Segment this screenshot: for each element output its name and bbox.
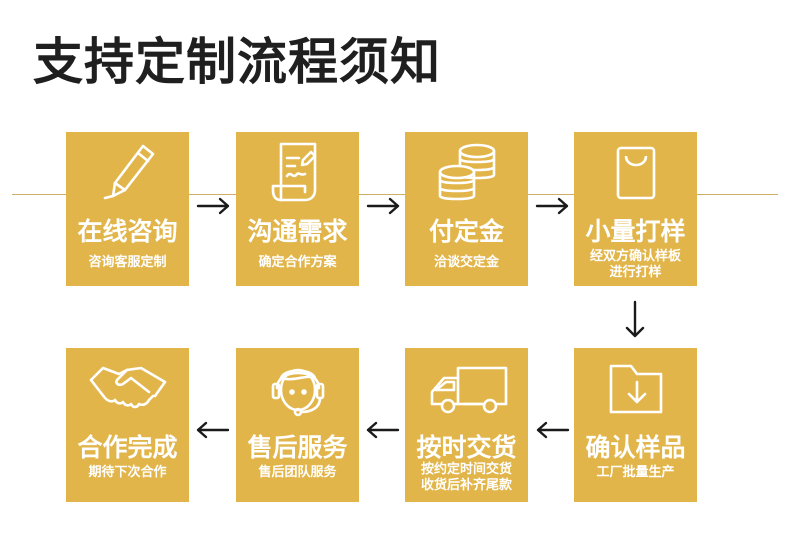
step-subtitle: 咨询客服定制 (88, 255, 167, 270)
step-card-delivery: 按时交货 按约定时间交货 收货后补齐尾款 (405, 348, 528, 502)
arrow-right-icon (535, 197, 569, 215)
step-title: 沟通需求 (247, 217, 348, 246)
headset-agent-icon (236, 354, 359, 420)
step-title: 小量打样 (585, 217, 686, 246)
step-title: 按时交货 (416, 433, 517, 462)
step-subtitle-line2: 进行打样 (609, 265, 662, 280)
arrow-left-icon (366, 421, 400, 439)
truck-icon (405, 354, 528, 420)
step-subtitle: 工厂批量生产 (596, 465, 675, 480)
arrow-down-icon (625, 300, 645, 338)
step-subtitle: 期待下次合作 (88, 465, 167, 480)
shopping-bag-icon (574, 138, 697, 204)
folder-download-icon (574, 354, 697, 420)
step-subtitle: 经双方确认样板 (589, 249, 681, 264)
document-sign-icon (236, 138, 359, 204)
step-card-confirm-sample: 确认样品 工厂批量生产 (574, 348, 697, 502)
step-card-online-consult: 在线咨询 咨询客服定制 (66, 132, 189, 286)
step-title: 在线咨询 (77, 217, 178, 246)
coins-icon (405, 138, 528, 204)
step-title: 售后服务 (247, 433, 348, 462)
step-card-communicate: 沟通需求 确定合作方案 (236, 132, 359, 286)
divider-line (12, 194, 778, 195)
handshake-icon (66, 354, 189, 420)
step-subtitle: 按约定时间交货 (420, 462, 512, 477)
page-title: 支持定制流程须知 (33, 33, 441, 91)
step-title: 付定金 (428, 217, 504, 246)
pen-icon (66, 138, 189, 204)
step-subtitle: 确定合作方案 (258, 255, 337, 270)
arrow-left-icon (536, 421, 570, 439)
step-card-deposit: 付定金 洽谈交定金 (405, 132, 528, 286)
step-card-after-sales: 售后服务 售后团队服务 (236, 348, 359, 502)
step-card-cooperation-complete: 合作完成 期待下次合作 (66, 348, 189, 502)
step-subtitle: 洽谈交定金 (433, 255, 499, 270)
arrow-left-icon (196, 421, 230, 439)
step-subtitle: 售后团队服务 (258, 465, 337, 480)
step-title: 合作完成 (77, 433, 178, 462)
step-subtitle-line2: 收货后补齐尾款 (420, 478, 512, 493)
arrow-right-icon (196, 197, 230, 215)
arrow-right-icon (366, 197, 400, 215)
step-card-sampling: 小量打样 经双方确认样板 进行打样 (574, 132, 697, 286)
step-title: 确认样品 (585, 433, 686, 462)
